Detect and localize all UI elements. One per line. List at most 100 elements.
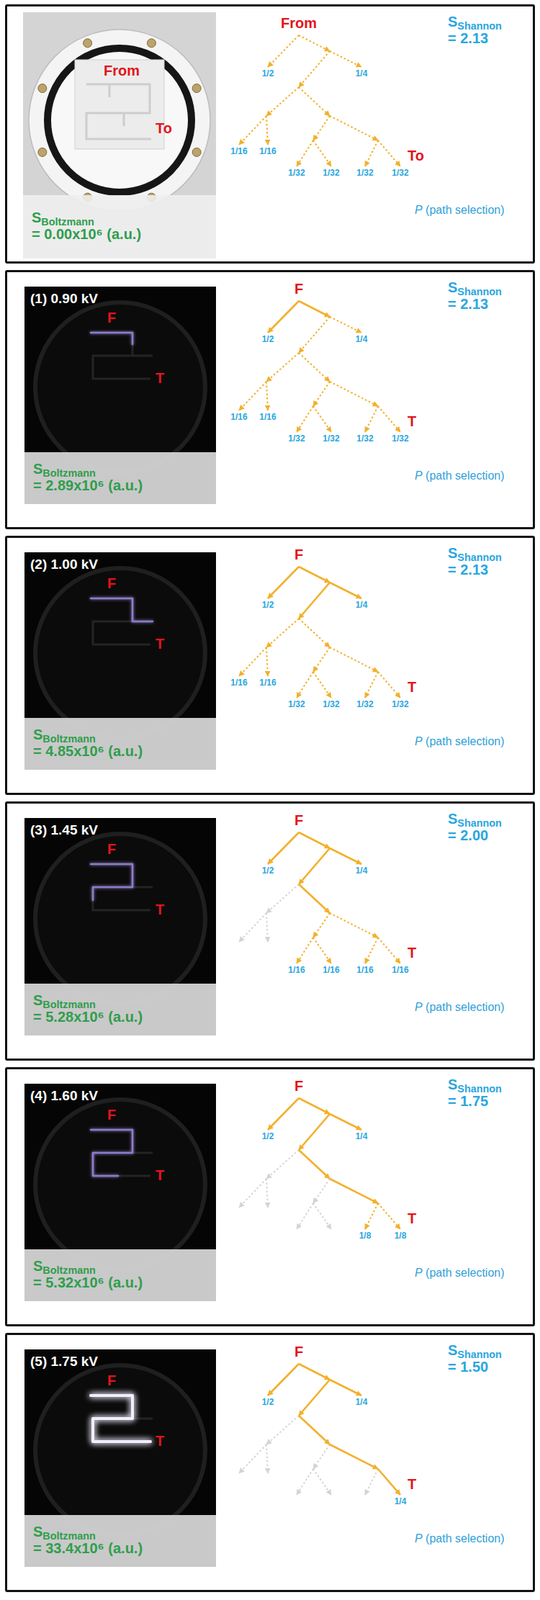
- start-label: F: [107, 309, 116, 327]
- probability-label: 1/4: [355, 1397, 368, 1408]
- tree-branch: [266, 1415, 299, 1445]
- tree-branch: [313, 937, 332, 964]
- start-label: F: [294, 1343, 304, 1361]
- stage-panel: FSShannon = 1.751/21/41/81/8TP (path sel…: [5, 1067, 535, 1327]
- tree-branch: [365, 1203, 378, 1230]
- tree-branch: [266, 1444, 268, 1474]
- tree-branch: [296, 406, 314, 432]
- tree-branch: [365, 140, 378, 167]
- stage-panel: FSShannon = 2.131/21/41/161/161/321/321/…: [5, 535, 535, 795]
- end-label: T: [407, 678, 417, 696]
- device-outline: [35, 568, 206, 738]
- start-label: F: [107, 840, 116, 858]
- probability-label: 1/2: [262, 69, 275, 80]
- probability-label: 1/32: [356, 699, 373, 710]
- tree-branch: [313, 1468, 332, 1495]
- tree-branch: [296, 671, 314, 698]
- start-label: F: [107, 575, 116, 592]
- tree-branch: [313, 671, 332, 698]
- tree-branch: [298, 1363, 330, 1380]
- probability-label: 1/4: [355, 866, 368, 877]
- probability-label: 1/32: [391, 699, 409, 710]
- stage-panel: FSShannon = 1.501/21/41/4TP (path select…: [5, 1332, 535, 1592]
- tree-branch: [378, 1468, 401, 1495]
- probability-label: 1/32: [356, 168, 373, 179]
- tree-branch: [298, 1379, 330, 1416]
- tree-branch: [267, 35, 299, 67]
- tree-branch: [313, 912, 330, 938]
- tree-branch: [378, 1203, 401, 1230]
- screw: [38, 147, 47, 157]
- probability-label: 1/4: [355, 334, 368, 345]
- shannon-entropy: SShannon = 2.13: [447, 545, 502, 579]
- device-disk: [28, 29, 211, 211]
- end-label: T: [407, 1476, 417, 1493]
- tree-branch: [266, 647, 268, 677]
- tree-branch: [266, 1178, 268, 1208]
- tree-branch: [298, 884, 330, 913]
- tree-branch: [378, 937, 401, 964]
- tree-branch: [298, 848, 330, 885]
- probability-label: 1/16: [259, 412, 276, 423]
- probability-label: 1/2: [262, 334, 275, 345]
- boltzmann-entropy: SBoltzmann = 5.32x10⁶ (a.u.): [33, 1257, 208, 1291]
- tree-branch: [296, 1203, 314, 1230]
- photo-ground: [24, 286, 216, 504]
- photo-ground: [24, 552, 216, 770]
- photo-frame: (2) 1.00 kVFTSBoltzmann = 4.85x10⁶ (a.u.…: [24, 552, 216, 770]
- boltzmann-entropy: SBoltzmann = 0.00x10⁶ (a.u.): [31, 209, 208, 243]
- tree-branch: [365, 937, 378, 964]
- tree-branch: [365, 406, 378, 432]
- probability-label: 1/2: [262, 600, 275, 611]
- end-label: T: [407, 413, 417, 430]
- tree-branch: [239, 647, 267, 677]
- o-ring: [47, 48, 192, 193]
- shannon-entropy: SShannon = 2.13: [447, 13, 502, 47]
- tree-branch: [266, 1149, 299, 1179]
- axis-note: P (path selection): [414, 1000, 505, 1014]
- axis-note: P (path selection): [414, 1266, 505, 1280]
- tree-branch: [378, 671, 401, 698]
- tree-branch: [329, 1379, 362, 1396]
- voltage-label: (4) 1.60 kV: [30, 1087, 98, 1104]
- tree-branch: [329, 316, 362, 333]
- probability-label: 1/8: [359, 1231, 372, 1242]
- probability-label: 1/16: [391, 965, 409, 976]
- probability-label: 1/32: [391, 168, 409, 179]
- probability-label: 1/32: [288, 168, 305, 179]
- tree-branch: [298, 582, 330, 619]
- boltzmann-entropy: SBoltzmann = 4.85x10⁶ (a.u.): [33, 726, 208, 760]
- start-label: F: [107, 1372, 116, 1389]
- entropy-band: SBoltzmann = 4.85x10⁶ (a.u.): [24, 717, 216, 770]
- end-label: T: [407, 1210, 417, 1227]
- tree-branch: [267, 832, 299, 864]
- tree-branch: [298, 566, 330, 583]
- tree-branch: [239, 912, 267, 942]
- entropy-band: SBoltzmann = 5.32x10⁶ (a.u.): [24, 1249, 216, 1302]
- tree-branch: [313, 381, 330, 407]
- tree-branch: [313, 115, 330, 141]
- entropy-band: SBoltzmann = 2.89x10⁶ (a.u.): [24, 452, 216, 504]
- tree-branch: [239, 1178, 267, 1208]
- tree-branch: [298, 1149, 330, 1179]
- start-label: F: [294, 280, 304, 298]
- channel-groove: [86, 84, 152, 139]
- probability-label: 1/4: [394, 1496, 407, 1507]
- tree-branch: [329, 647, 378, 672]
- channel-groove: [132, 1417, 153, 1420]
- probability-label: 1/16: [259, 678, 276, 689]
- tree-branch: [378, 140, 401, 167]
- probability-label: 1/32: [322, 168, 340, 179]
- photo-frame: (5) 1.75 kVFTSBoltzmann = 33.4x10⁶ (a.u.…: [24, 1349, 216, 1567]
- probability-label: 1/4: [355, 69, 368, 80]
- tree-branch: [378, 406, 401, 432]
- end-label: T: [155, 370, 165, 387]
- voltage-label: (1) 0.90 kV: [30, 290, 98, 307]
- start-label: From: [103, 62, 140, 80]
- tree-branch: [266, 618, 299, 648]
- photo-frame: (4) 1.60 kVFTSBoltzmann = 5.32x10⁶ (a.u.…: [24, 1083, 216, 1302]
- axis-note: P (path selection): [414, 1532, 505, 1546]
- plasma-discharge: [90, 1129, 133, 1176]
- tree-branch: [296, 140, 314, 167]
